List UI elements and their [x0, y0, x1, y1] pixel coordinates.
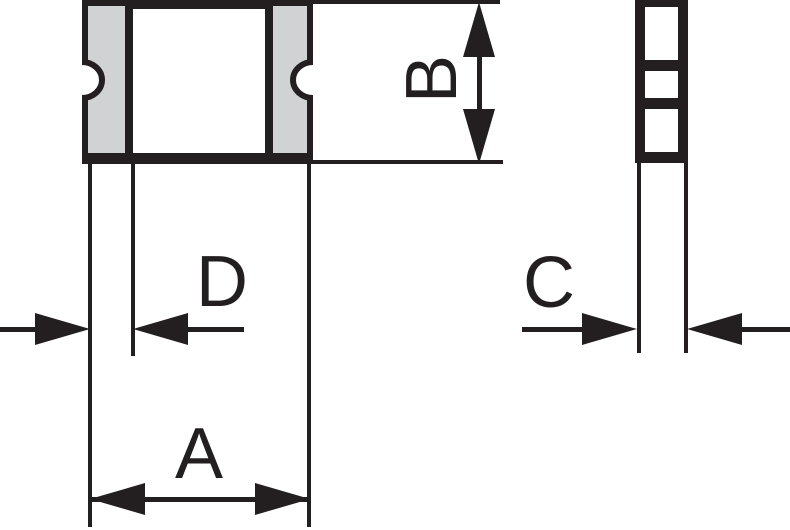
dimension-b-line [477, 55, 482, 110]
dimension-c-tail-right [742, 327, 790, 332]
extension-line-b-top [313, 0, 500, 4]
extension-line-d-right [131, 164, 135, 356]
dimension-c-arrow-left-icon [582, 313, 637, 345]
right-castellation-notch [290, 59, 314, 101]
top-view-body [125, 0, 273, 164]
dimension-a-line [92, 497, 308, 502]
dimension-a-arrow-right-icon [255, 483, 310, 515]
dimension-d-tail-left [0, 327, 35, 332]
dimension-c-tail-left [522, 327, 582, 332]
extension-line-a-right [307, 164, 311, 527]
side-view-layer-divider-top [645, 60, 678, 71]
dimension-d-tail-right [186, 327, 244, 332]
dimension-b-arrow-up-icon [463, 2, 495, 57]
dimension-d-arrow-right-icon [133, 313, 188, 345]
dimension-b-arrow-down-icon [463, 109, 495, 164]
extension-line-c-right [684, 163, 688, 353]
dimension-b-label: B [392, 54, 472, 104]
left-castellation-notch [81, 59, 105, 101]
dimension-d-label: D [196, 242, 248, 322]
dimension-a-label: A [174, 414, 224, 494]
side-view-outline [635, 0, 688, 163]
extension-line-c-left [637, 163, 641, 353]
extension-line-b-bottom [313, 160, 503, 164]
side-view-layer-divider-bottom [645, 98, 678, 109]
dimension-c-label: C [523, 243, 575, 323]
extension-line-a-left [88, 164, 92, 527]
dimension-d-arrow-left-icon [35, 313, 90, 345]
dimension-c-arrow-right-icon [687, 313, 742, 345]
